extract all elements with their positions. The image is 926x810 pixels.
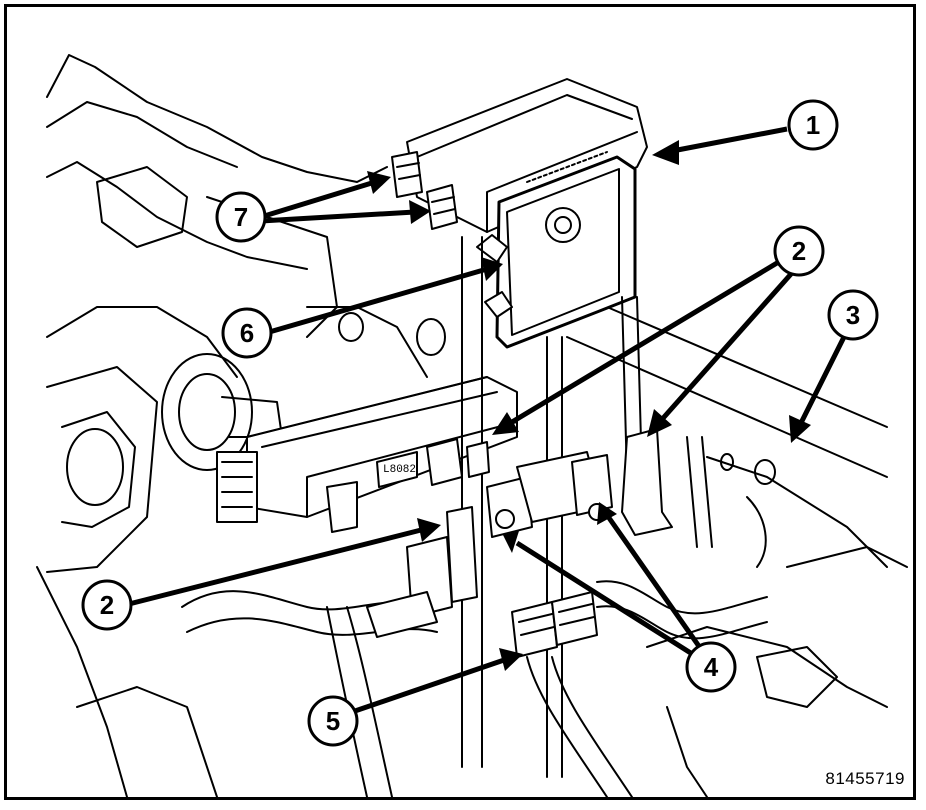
chip-label: L8082 (383, 464, 416, 476)
diagram-frame: L8082 (4, 4, 916, 800)
svg-text:7: 7 (234, 202, 248, 232)
callout-5: 5 (307, 695, 359, 747)
leader-lines (128, 126, 852, 715)
svg-text:6: 6 (240, 318, 254, 348)
svg-text:1: 1 (806, 110, 820, 140)
svg-text:2: 2 (792, 236, 806, 266)
harness-connectors (511, 591, 598, 658)
callout-2-lower: 2 (81, 579, 133, 631)
junction-block: L8082 (216, 376, 518, 533)
figure-id-number: 81455719 (825, 769, 905, 788)
callout-4: 4 (685, 641, 737, 693)
svg-text:3: 3 (846, 300, 860, 330)
callout-2-upper: 2 (773, 225, 825, 277)
svg-text:5: 5 (326, 706, 340, 736)
callout-3: 3 (827, 289, 879, 341)
callout-7: 7 (215, 191, 267, 243)
callout-1: 1 (787, 99, 839, 151)
wiring-harness (181, 436, 768, 797)
relay-blocks (486, 451, 613, 538)
svg-text:4: 4 (704, 652, 719, 682)
connector-group-7 (391, 151, 458, 230)
svg-text:2: 2 (100, 590, 114, 620)
callout-6: 6 (221, 307, 273, 359)
technical-illustration: L8082 (36, 54, 908, 797)
